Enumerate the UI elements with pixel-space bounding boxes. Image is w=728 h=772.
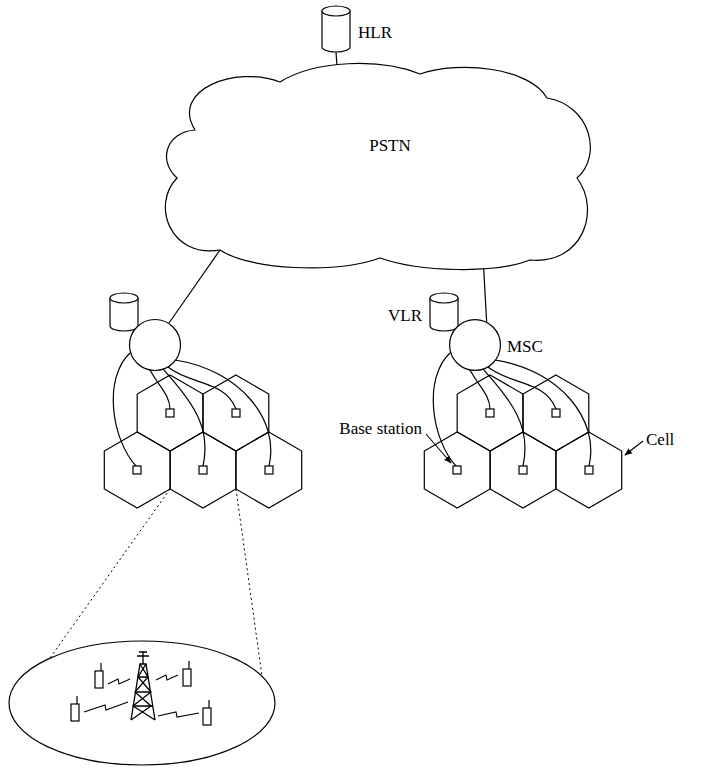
vlr-database: VLR bbox=[388, 293, 458, 331]
pstn-cloud-outline bbox=[155, 60, 595, 270]
callout-arrow bbox=[625, 441, 643, 455]
mobile-phones bbox=[71, 661, 211, 725]
node-label: PSTN bbox=[369, 136, 411, 156]
left-database bbox=[110, 293, 138, 331]
callout-label: Base station bbox=[339, 419, 422, 439]
pstn-link bbox=[169, 250, 220, 323]
radio-links bbox=[84, 675, 199, 717]
node-label: MSC bbox=[507, 337, 543, 357]
antenna-tower bbox=[131, 652, 155, 720]
msc-wires bbox=[113, 352, 591, 466]
callout-label: Cell bbox=[646, 430, 674, 450]
connector bbox=[484, 269, 487, 322]
connector bbox=[335, 52, 337, 65]
hlr-database: HLR bbox=[322, 6, 392, 52]
base-stations bbox=[133, 409, 593, 474]
cell-detail bbox=[9, 641, 275, 765]
node-label: VLR bbox=[388, 306, 422, 326]
callout-arrow bbox=[426, 434, 451, 463]
cell-hexagons bbox=[104, 375, 621, 508]
msc-switch: MSC bbox=[449, 319, 543, 371]
msc-switch-outline bbox=[449, 319, 501, 371]
node-label: HLR bbox=[358, 23, 392, 43]
pstn-cloud: PSTN bbox=[155, 60, 595, 270]
hlr-database-outline bbox=[322, 6, 350, 52]
vlr-database-outline bbox=[430, 293, 458, 331]
left-msc-switch bbox=[130, 320, 181, 371]
